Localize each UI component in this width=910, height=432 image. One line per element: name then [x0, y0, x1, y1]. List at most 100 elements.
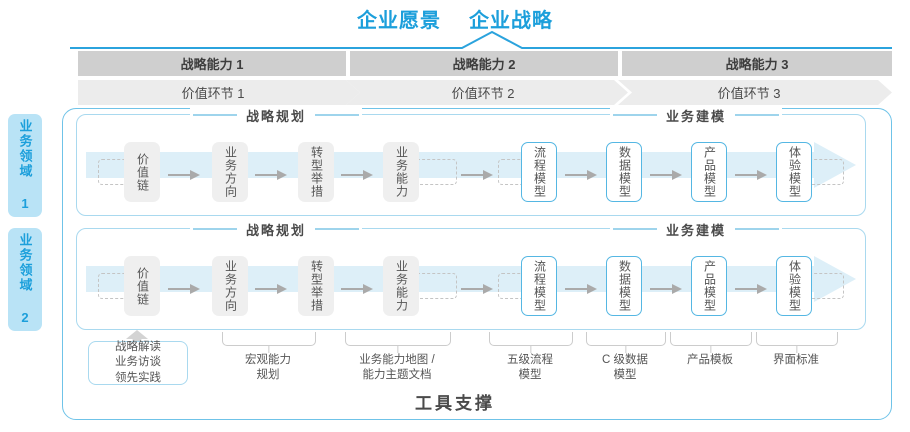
value-link-label-1: 价值环节 1	[181, 86, 245, 101]
node-modeling-1-4[interactable]: 体验模型	[776, 142, 812, 202]
tool-label-6: 界面标准	[773, 354, 819, 366]
rule-right-icon	[315, 114, 360, 116]
rule-left-icon	[193, 228, 237, 230]
value-link-bar-2[interactable]: 价值环节 2	[346, 80, 628, 105]
node-planning-1-4[interactable]: 业务能力	[383, 142, 419, 202]
rule-left-icon	[613, 114, 657, 116]
section-label: 业务建模	[666, 108, 727, 124]
node-modeling-1-2[interactable]: 数据模型	[606, 142, 642, 202]
capability-bar-1[interactable]: 战略能力 1	[78, 51, 346, 76]
section-label: 战略规划	[246, 108, 307, 124]
arrow-icon	[735, 167, 767, 180]
value-link-bar-3[interactable]: 价值环节 3	[618, 80, 892, 105]
tool-support-title: 工具支撑	[415, 394, 495, 413]
arrow-icon	[650, 167, 682, 180]
rule-left-icon	[193, 114, 237, 116]
node-label: 流程模型	[532, 146, 547, 198]
node-label: 价值链	[135, 152, 150, 192]
arrow-icon	[565, 167, 597, 180]
node-label: 价值链	[135, 266, 150, 306]
sidebar-item-label-2: 业务领域 2	[17, 232, 33, 327]
sidebar-item-label-1: 业务领域 1	[17, 118, 33, 213]
node-modeling-2-4[interactable]: 体验模型	[776, 256, 812, 316]
value-link-bars: 价值环节 1 价值环节 2 价值环节 3	[78, 80, 892, 105]
node-planning-2-3[interactable]: 转型举措	[298, 256, 334, 316]
node-modeling-1-1[interactable]: 流程模型	[521, 142, 557, 202]
capability-bars: 战略能力 1 战略能力 2 战略能力 3	[78, 51, 892, 76]
value-link-label-3: 价值环节 3	[717, 86, 781, 101]
node-label: 业务方向	[223, 260, 238, 312]
node-label: 数据模型	[617, 260, 632, 312]
node-planning-1-1[interactable]: 价值链	[124, 142, 160, 202]
node-label: 业务能力	[394, 260, 409, 312]
arrow-icon	[461, 167, 493, 180]
placeholder-slot	[413, 273, 457, 299]
tool-bracket	[345, 332, 451, 346]
tool-bracket	[756, 332, 838, 346]
section-title-planning-1: 战略规划	[190, 107, 363, 124]
tool-primary-label: 战略解读 业务访谈 领先实践	[115, 341, 161, 384]
tool-primary-box[interactable]: 战略解读 业务访谈 领先实践	[88, 341, 188, 385]
arrow-icon	[341, 167, 373, 180]
domain-row-1	[76, 114, 866, 216]
node-label: 体验模型	[787, 260, 802, 312]
capability-bar-2[interactable]: 战略能力 2	[350, 51, 618, 76]
sidebar-item-domain-1[interactable]: 业务领域 1	[8, 114, 42, 217]
rule-right-icon	[315, 228, 360, 230]
arrow-icon	[255, 281, 287, 294]
framework-container	[62, 108, 892, 420]
domain-row-2	[76, 228, 866, 330]
value-link-label-2: 价值环节 2	[451, 86, 515, 101]
tool-label-2: 业务能力地图 / 能力主题文档	[359, 354, 435, 382]
section-title-modeling-2: 业务建模	[610, 221, 783, 238]
node-label: 业务方向	[223, 146, 238, 198]
rule-right-icon	[735, 114, 780, 116]
placeholder-slot	[413, 159, 457, 185]
node-modeling-2-3[interactable]: 产品模型	[691, 256, 727, 316]
arrow-icon	[650, 281, 682, 294]
node-modeling-2-2[interactable]: 数据模型	[606, 256, 642, 316]
strategy-title: 企业战略	[469, 10, 553, 32]
node-label: 体验模型	[787, 146, 802, 198]
arrow-icon	[461, 281, 493, 294]
node-planning-2-4[interactable]: 业务能力	[383, 256, 419, 316]
node-planning-2-1[interactable]: 价值链	[124, 256, 160, 316]
header-titles: 企业愿景 企业战略	[0, 4, 910, 33]
node-modeling-1-3[interactable]: 产品模型	[691, 142, 727, 202]
node-label: 数据模型	[617, 146, 632, 198]
sidebar-item-domain-2[interactable]: 业务领域 2	[8, 228, 42, 331]
rule-left-icon	[613, 228, 657, 230]
tool-label-3: 五级流程 模型	[507, 354, 553, 382]
node-planning-1-3[interactable]: 转型举措	[298, 142, 334, 202]
tool-bracket	[489, 332, 573, 346]
header-connector-line	[70, 30, 892, 52]
rule-right-icon	[735, 228, 780, 230]
arrow-icon	[735, 281, 767, 294]
tool-label-4: C 级数据 模型	[602, 354, 648, 382]
node-modeling-2-1[interactable]: 流程模型	[521, 256, 557, 316]
tool-label-1: 宏观能力 规划	[245, 354, 291, 382]
node-label: 流程模型	[532, 260, 547, 312]
section-label: 业务建模	[666, 222, 727, 238]
vision-title: 企业愿景	[357, 10, 441, 32]
tool-bracket	[222, 332, 316, 346]
section-title-modeling-1: 业务建模	[610, 107, 783, 124]
tool-bracket	[670, 332, 752, 346]
tool-bracket	[586, 332, 666, 346]
tool-label-5: 产品模板	[687, 354, 733, 366]
arrow-icon	[565, 281, 597, 294]
node-label: 转型举措	[309, 146, 324, 198]
arrow-icon	[255, 167, 287, 180]
arrow-icon	[341, 281, 373, 294]
node-label: 转型举措	[309, 260, 324, 312]
value-link-bar-1[interactable]: 价值环节 1	[78, 80, 360, 105]
arrow-icon	[168, 167, 200, 180]
section-label: 战略规划	[246, 222, 307, 238]
node-label: 业务能力	[394, 146, 409, 198]
capability-bar-3[interactable]: 战略能力 3	[622, 51, 892, 76]
node-planning-1-2[interactable]: 业务方向	[212, 142, 248, 202]
node-planning-2-2[interactable]: 业务方向	[212, 256, 248, 316]
section-title-planning-2: 战略规划	[190, 221, 363, 238]
node-label: 产品模型	[702, 146, 717, 198]
node-label: 产品模型	[702, 260, 717, 312]
